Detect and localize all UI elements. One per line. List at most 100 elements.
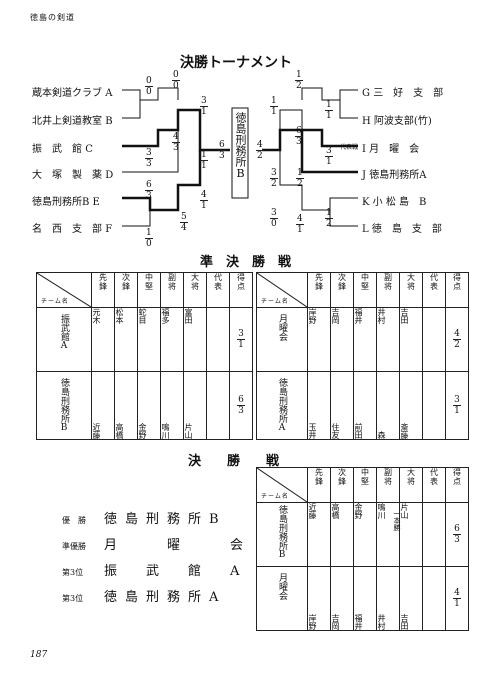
- score-denominator: 4: [181, 223, 187, 233]
- col-fukusho: 副将: [376, 272, 400, 308]
- bracket-team-a: 蔵本剣道クラブ A: [32, 88, 113, 99]
- score-denominator: 0: [173, 81, 179, 91]
- score-denominator: 1: [454, 599, 460, 609]
- col-score: 得点: [229, 272, 253, 308]
- player: 金野: [138, 423, 147, 439]
- result-row: 準優勝月 曜 会: [62, 538, 252, 553]
- player: 近藤: [92, 423, 101, 439]
- player: 岸野: [308, 308, 317, 324]
- bracket-team-i: I 月 曜 会: [362, 144, 420, 155]
- bracket-team-h: H 阿波支部(竹): [362, 116, 432, 127]
- semifinal-table-left: チーム名 先鋒 次鋒 中堅 副将 大将 代表 得点 振武館A 元木 松本 蛇目 …: [36, 272, 253, 440]
- player: 住友: [331, 423, 340, 439]
- score-denominator: 3: [219, 151, 225, 161]
- player: 元木: [92, 308, 101, 324]
- player: 福井: [354, 308, 363, 324]
- bracket-team-j: J 徳島刑務所A: [362, 170, 427, 181]
- player: 前田: [354, 423, 363, 439]
- result-row: 第3位振 武 館 A: [62, 564, 248, 579]
- team-header: チーム名: [256, 272, 308, 308]
- score-denominator: 1: [238, 340, 244, 350]
- col-chuken: 中堅: [137, 272, 161, 308]
- player: 片山: [184, 423, 193, 439]
- final-title: 決 勝 戦: [188, 454, 280, 469]
- col-daihyo: 代表: [422, 272, 446, 308]
- col-jiho: 次鋒: [330, 467, 354, 503]
- col-taisho: 大将: [399, 467, 423, 503]
- player: 鳴川: [161, 423, 170, 439]
- semifinal-title: 準 決 勝 戦: [200, 255, 292, 270]
- team-name: 徳島刑務所B: [36, 371, 92, 440]
- col-senpo: 先鋒: [307, 272, 331, 308]
- results-list: 優 勝徳島刑務所B 準優勝月 曜 会 第3位振 武 館 A 第3位徳島刑務所A: [62, 508, 251, 612]
- score-denominator: 3: [146, 159, 152, 169]
- col-jiho: 次鋒: [330, 272, 354, 308]
- col-fukusho: 副将: [160, 272, 184, 308]
- bracket-team-b: 北井上剣道教室 B: [32, 116, 113, 127]
- bracket-team-g: G 三 好 支 部: [362, 88, 444, 99]
- team-name: 徳島刑務所B: [256, 502, 308, 567]
- player: 片山: [400, 503, 409, 519]
- bracket-team-e: 徳島刑務所B E: [32, 197, 100, 208]
- player: 松本: [115, 308, 124, 324]
- bracket-team-l: L 徳 島 支 部: [362, 224, 442, 235]
- team-header: チーム名: [36, 272, 92, 308]
- team-name: 月曜会: [256, 307, 308, 372]
- col-chuken: 中堅: [353, 272, 377, 308]
- bracket-team-k: K 小 松 島 B: [362, 197, 427, 208]
- col-taisho: 大将: [183, 272, 207, 308]
- team-header: チーム名: [256, 467, 308, 503]
- bracket-team-c: 振 武 館 C: [32, 144, 93, 155]
- player: 金野: [354, 503, 363, 519]
- team-name: 振武館A: [36, 307, 92, 372]
- player: 玉井: [308, 423, 317, 439]
- score-denominator: 2: [257, 151, 263, 161]
- player: 吉田: [400, 308, 409, 324]
- score-denominator: 3: [238, 406, 244, 416]
- result-row: 優 勝徳島刑務所B: [62, 512, 227, 527]
- score-denominator: 0: [146, 87, 152, 97]
- score-denominator: 2: [296, 81, 302, 91]
- score-denominator: 0: [146, 239, 152, 249]
- player: 吉岡: [331, 308, 340, 324]
- col-taisho: 大将: [399, 272, 423, 308]
- player: 富田: [184, 308, 193, 324]
- player: 蛇目: [138, 308, 147, 324]
- col-senpo: 先鋒: [307, 467, 331, 503]
- bracket-lines: [122, 87, 358, 227]
- ippon-label: 一本勝: [393, 510, 401, 531]
- col-daihyo: 代表: [206, 272, 230, 308]
- player: 吉田: [400, 614, 409, 630]
- player: 高橋: [331, 503, 340, 519]
- player: 鳴川: [377, 503, 386, 519]
- player: 高橋: [115, 423, 124, 439]
- player: 森: [377, 431, 386, 439]
- bracket-team-f: 名 西 支 部 F: [32, 224, 113, 235]
- col-senpo: 先鋒: [91, 272, 115, 308]
- col-score: 得点: [445, 272, 469, 308]
- team-name: 徳島刑務所A: [256, 371, 308, 440]
- player: 岸野: [308, 614, 317, 630]
- score-denominator: 2: [326, 219, 332, 229]
